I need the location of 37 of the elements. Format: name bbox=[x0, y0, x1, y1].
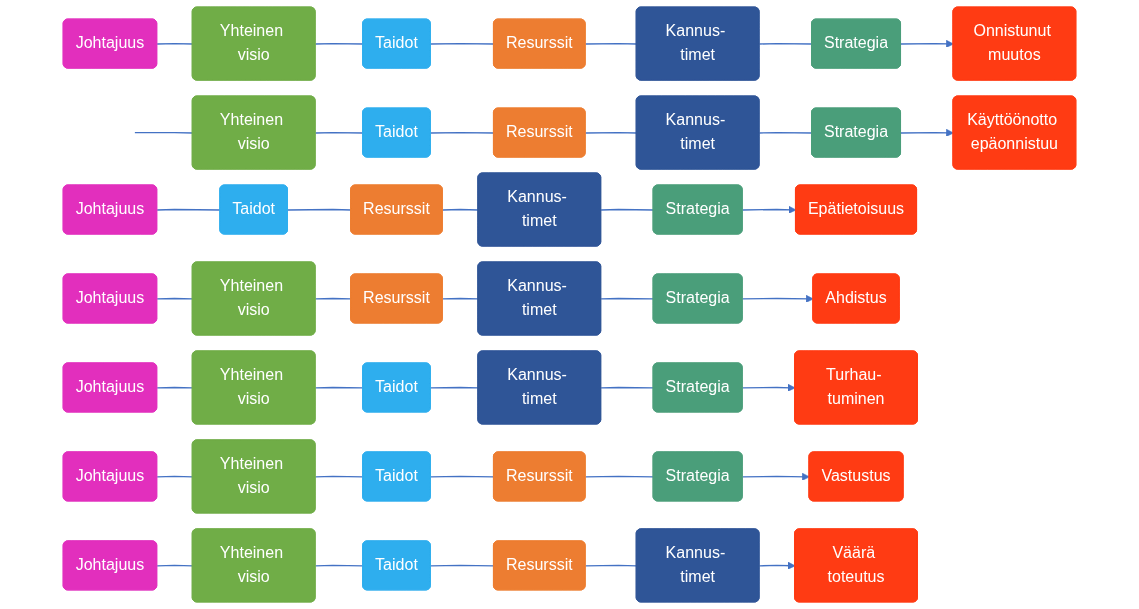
arrow bbox=[900, 39, 954, 48]
connector bbox=[156, 42, 194, 45]
connector bbox=[584, 131, 638, 134]
connector bbox=[156, 208, 221, 211]
connector bbox=[314, 42, 364, 45]
connector bbox=[314, 297, 352, 300]
connector bbox=[600, 386, 655, 389]
connector bbox=[584, 42, 638, 45]
connector bbox=[584, 564, 638, 567]
connector bbox=[442, 297, 479, 300]
arrow bbox=[900, 128, 954, 137]
connector bbox=[430, 131, 495, 134]
connector bbox=[430, 386, 479, 389]
connector bbox=[156, 386, 194, 389]
arrow bbox=[741, 205, 797, 214]
connector bbox=[430, 475, 495, 478]
arrow bbox=[758, 561, 796, 570]
connector bbox=[156, 564, 194, 567]
connector bbox=[758, 131, 813, 134]
connector bbox=[134, 131, 194, 134]
connector bbox=[156, 297, 194, 300]
connector bbox=[314, 131, 364, 134]
connector bbox=[314, 475, 364, 478]
connector bbox=[600, 208, 655, 211]
connector bbox=[600, 297, 655, 300]
arrow bbox=[741, 383, 796, 392]
connector bbox=[430, 564, 495, 567]
connector bbox=[314, 386, 364, 389]
connector bbox=[314, 564, 364, 567]
connector bbox=[758, 42, 813, 45]
connector bbox=[584, 475, 655, 478]
connector bbox=[287, 208, 352, 211]
connector bbox=[156, 475, 194, 478]
arrow bbox=[741, 472, 810, 481]
connector bbox=[430, 42, 495, 45]
connector bbox=[442, 208, 479, 211]
arrow bbox=[741, 294, 814, 303]
